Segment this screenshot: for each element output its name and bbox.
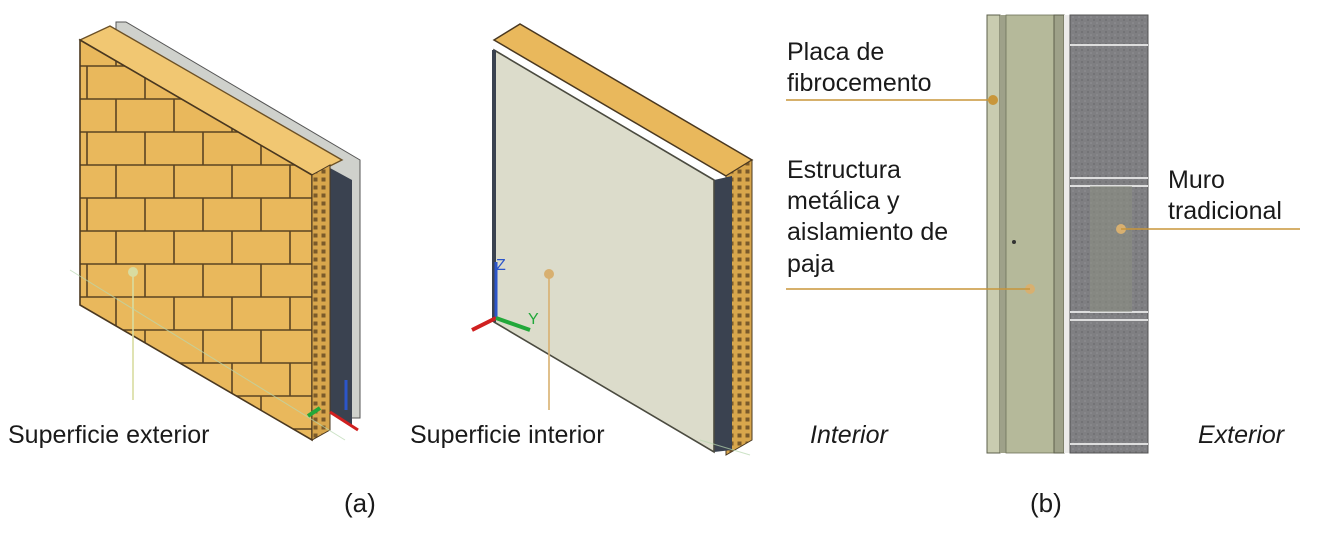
section-straw-cavity <box>1005 14 1055 454</box>
caption-a: (a) <box>344 488 376 518</box>
section-steel-flange-right <box>1053 14 1065 454</box>
masonry-web <box>1090 186 1132 312</box>
wall-interior-3d: Z Y <box>471 23 754 456</box>
label-muro-line1: Muro <box>1168 166 1225 194</box>
label-superficie-interior: Superficie interior <box>410 421 605 449</box>
steel-profile-side <box>330 168 352 425</box>
axis-y-label: Y <box>528 311 539 328</box>
label-placa-line1: Placa de <box>787 38 885 66</box>
section-steel-flange-left <box>1000 15 1006 453</box>
section-fastener <box>1012 240 1016 244</box>
label-estructura-line1: Estructura <box>787 156 901 184</box>
section-air-gap <box>1064 15 1070 453</box>
label-side-interior: Interior <box>810 421 888 449</box>
wall-section-view <box>786 14 1300 454</box>
label-superficie-exterior: Superficie exterior <box>8 421 210 449</box>
label-estructura-line4: paja <box>787 250 835 278</box>
axis-z-label: Z <box>496 257 506 274</box>
axis-triad-b: Z Y <box>471 257 539 332</box>
corner-axis-a <box>306 380 359 432</box>
ground-guide-b <box>699 439 751 456</box>
label-estructura-line3: aislamiento de <box>787 218 949 246</box>
fiber-cement-board <box>493 48 715 454</box>
label-placa-line2: fibrocemento <box>787 69 932 97</box>
section-fiber-cement-board <box>986 14 1001 454</box>
caption-b: (b) <box>1030 488 1062 518</box>
ground-guide-a <box>69 269 346 441</box>
label-side-exterior: Exterior <box>1198 421 1285 449</box>
label-muro-line2: tradicional <box>1168 197 1282 225</box>
steel-profile-right <box>714 176 732 452</box>
label-estructura-line2: metálica y <box>787 187 900 215</box>
wall-exterior-3d <box>69 21 361 442</box>
brick-side-holes <box>311 164 331 441</box>
